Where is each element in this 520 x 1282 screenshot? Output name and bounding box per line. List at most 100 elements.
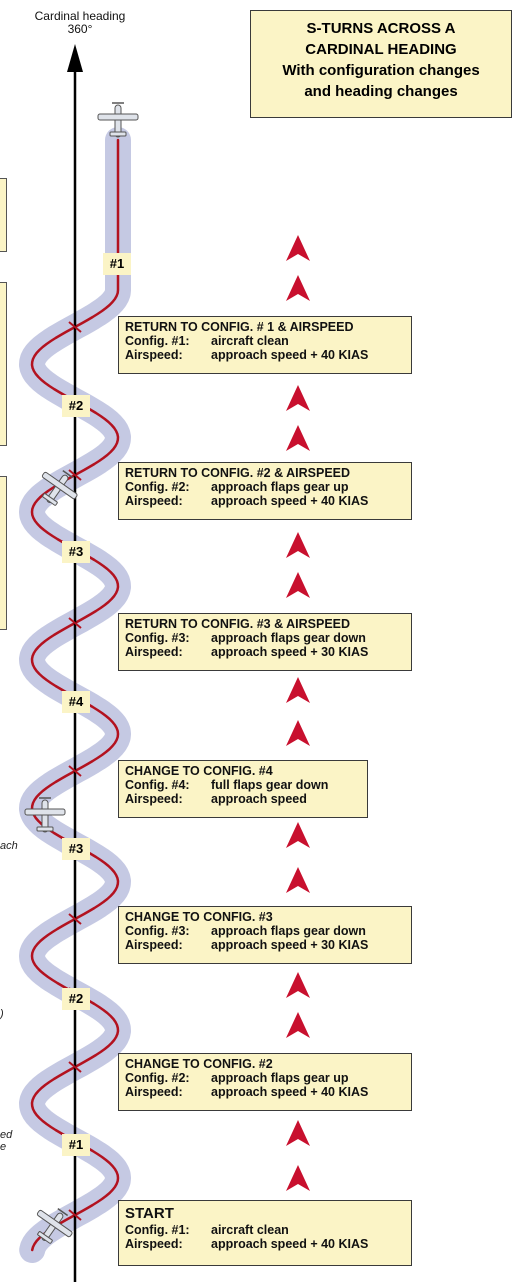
airspeed-key: Airspeed: [125,645,183,659]
config-box-heading: START [125,1205,174,1222]
direction-arrow [286,385,310,411]
heading-label-degrees: 360° [67,22,93,36]
aircraft-icon [24,797,66,833]
airspeed-line: Airspeed: approach speed + 40 KIAS [125,494,411,508]
airspeed-value: approach speed + 40 KIAS [211,348,369,362]
config-box-change-3: CHANGE TO CONFIG. #3 Config. #3: approach… [118,906,412,964]
config-box-heading: CHANGE TO CONFIG. #4 [125,764,273,778]
aircraft-icon [36,1208,73,1244]
segment-marker: #1 [62,1134,90,1156]
edge-text-fragment: ed [0,1129,13,1141]
config-box-return-2: RETURN TO CONFIG. #2 & AIRSPEED Config. … [118,462,412,520]
crossing-tick [68,617,82,629]
config-box-heading: RETURN TO CONFIG. #2 & AIRSPEED [125,466,351,480]
airspeed-value: approach speed [211,792,307,806]
config-value: approach flaps gear down [211,924,366,938]
airspeed-value: approach speed + 40 KIAS [211,1085,369,1099]
config-line: Config. #4: full flaps gear down [125,778,367,792]
heading-label: Cardinal heading 360° [14,10,146,36]
title-line-4: and heading changes [304,83,458,100]
segment-marker: #2 [62,988,90,1010]
config-box-return-1: RETURN TO CONFIG. # 1 & AIRSPEED Config.… [118,316,412,374]
direction-arrow [286,1120,310,1146]
airspeed-line: Airspeed: approach speed + 30 KIAS [125,938,411,952]
config-value: full flaps gear down [211,778,329,792]
edge-text-fragment: e [0,1141,7,1153]
config-key: Config. #3: [125,924,190,938]
airspeed-line: Airspeed:approach speed + 40 KIAS [125,1237,411,1251]
config-box-change-2: CHANGE TO CONFIG. #2 Config. #2:approach… [118,1053,412,1111]
config-box-heading: RETURN TO CONFIG. #3 & AIRSPEED [125,617,351,631]
direction-arrow [286,532,310,558]
config-line: Config. #3: approach flaps gear down [125,924,411,938]
airspeed-key: Airspeed: [125,348,183,362]
segment-marker: #3 [62,541,90,563]
config-line: Config. #2:approach flaps gear up [125,1071,411,1085]
cropped-box [0,178,7,252]
config-value: approach flaps gear up [211,1071,349,1085]
direction-arrow [286,720,310,746]
title-line-1: S-TURNS ACROSS A [306,20,456,37]
segment-marker: #4 [62,691,90,713]
config-line: Config. #2: approach flaps gear up [125,480,411,494]
airspeed-line: Airspeed: approach speed + 30 KIAS [125,645,411,659]
config-value: approach flaps gear down [211,631,366,645]
title-box: S-TURNS ACROSS A CARDINAL HEADING With c… [250,10,512,118]
edge-text-fragment: ach [0,840,18,852]
config-box-heading: CHANGE TO CONFIG. #3 [125,910,273,924]
config-box-return-3: RETURN TO CONFIG. #3 & AIRSPEED Config. … [118,613,412,671]
airspeed-key: Airspeed: [125,1085,183,1099]
crossing-tick [68,913,82,925]
airspeed-key: Airspeed: [125,792,183,806]
cropped-box [0,282,7,446]
crossing-tick [68,469,82,481]
aircraft-icon [97,102,139,138]
airspeed-line: Airspeed: approach speed [125,792,367,806]
heading-arrowhead [67,44,83,72]
airspeed-line: Airspeed: approach speed + 40 KIAS [125,1085,411,1099]
airspeed-line: Airspeed: approach speed + 40 KIAS [125,348,411,362]
airspeed-key: Airspeed: [125,938,183,952]
direction-arrow [286,425,310,451]
direction-arrow [286,972,310,998]
direction-arrow [286,275,310,301]
config-value: aircraft clean [211,334,289,348]
config-box-heading: RETURN TO CONFIG. # 1 & AIRSPEED [125,320,354,334]
flight-path [30,138,120,1252]
config-box-change-4: CHANGE TO CONFIG. #4 Config. #4: full fla… [118,760,368,818]
config-key: Config. #2: [125,480,190,494]
direction-arrow [286,1012,310,1038]
airspeed-key: Airspeed: [125,494,183,508]
config-key: Config. #1: [125,334,190,348]
airspeed-value: approach speed + 30 KIAS [211,938,369,952]
edge-text-fragment: ) [0,1008,4,1020]
direction-arrow [286,822,310,848]
config-key: Config. #4: [125,778,190,792]
direction-arrow [286,677,310,703]
direction-arrow [286,572,310,598]
config-line: Config. #3: approach flaps gear down [125,631,411,645]
direction-arrow [286,867,310,893]
config-value: approach flaps gear up [211,480,349,494]
crossing-tick [68,321,82,333]
config-line: Config. #1: aircraft clean [125,334,411,348]
airspeed-value: approach speed + 30 KIAS [211,645,369,659]
segment-marker: #2 [62,395,90,417]
airspeed-key: Airspeed: [125,1237,183,1251]
crossing-tick [68,765,82,777]
title-line-2: CARDINAL HEADING [305,41,457,58]
config-box-start: START Config. #1: aircraft clean Airspeed… [118,1200,412,1266]
aircraft-icon [41,470,78,506]
airspeed-value: approach speed + 40 KIAS [211,494,369,508]
title-line-3: With configuration changes [282,62,480,79]
cropped-box [0,476,7,630]
direction-arrow [286,1165,310,1191]
heading-label-name: Cardinal heading [34,9,126,23]
config-key: Config. #3: [125,631,190,645]
segment-marker: #1 [103,253,131,275]
config-key: Config. #1: [125,1223,190,1237]
config-box-heading: CHANGE TO CONFIG. #2 [125,1057,273,1071]
config-value: aircraft clean [211,1223,289,1237]
